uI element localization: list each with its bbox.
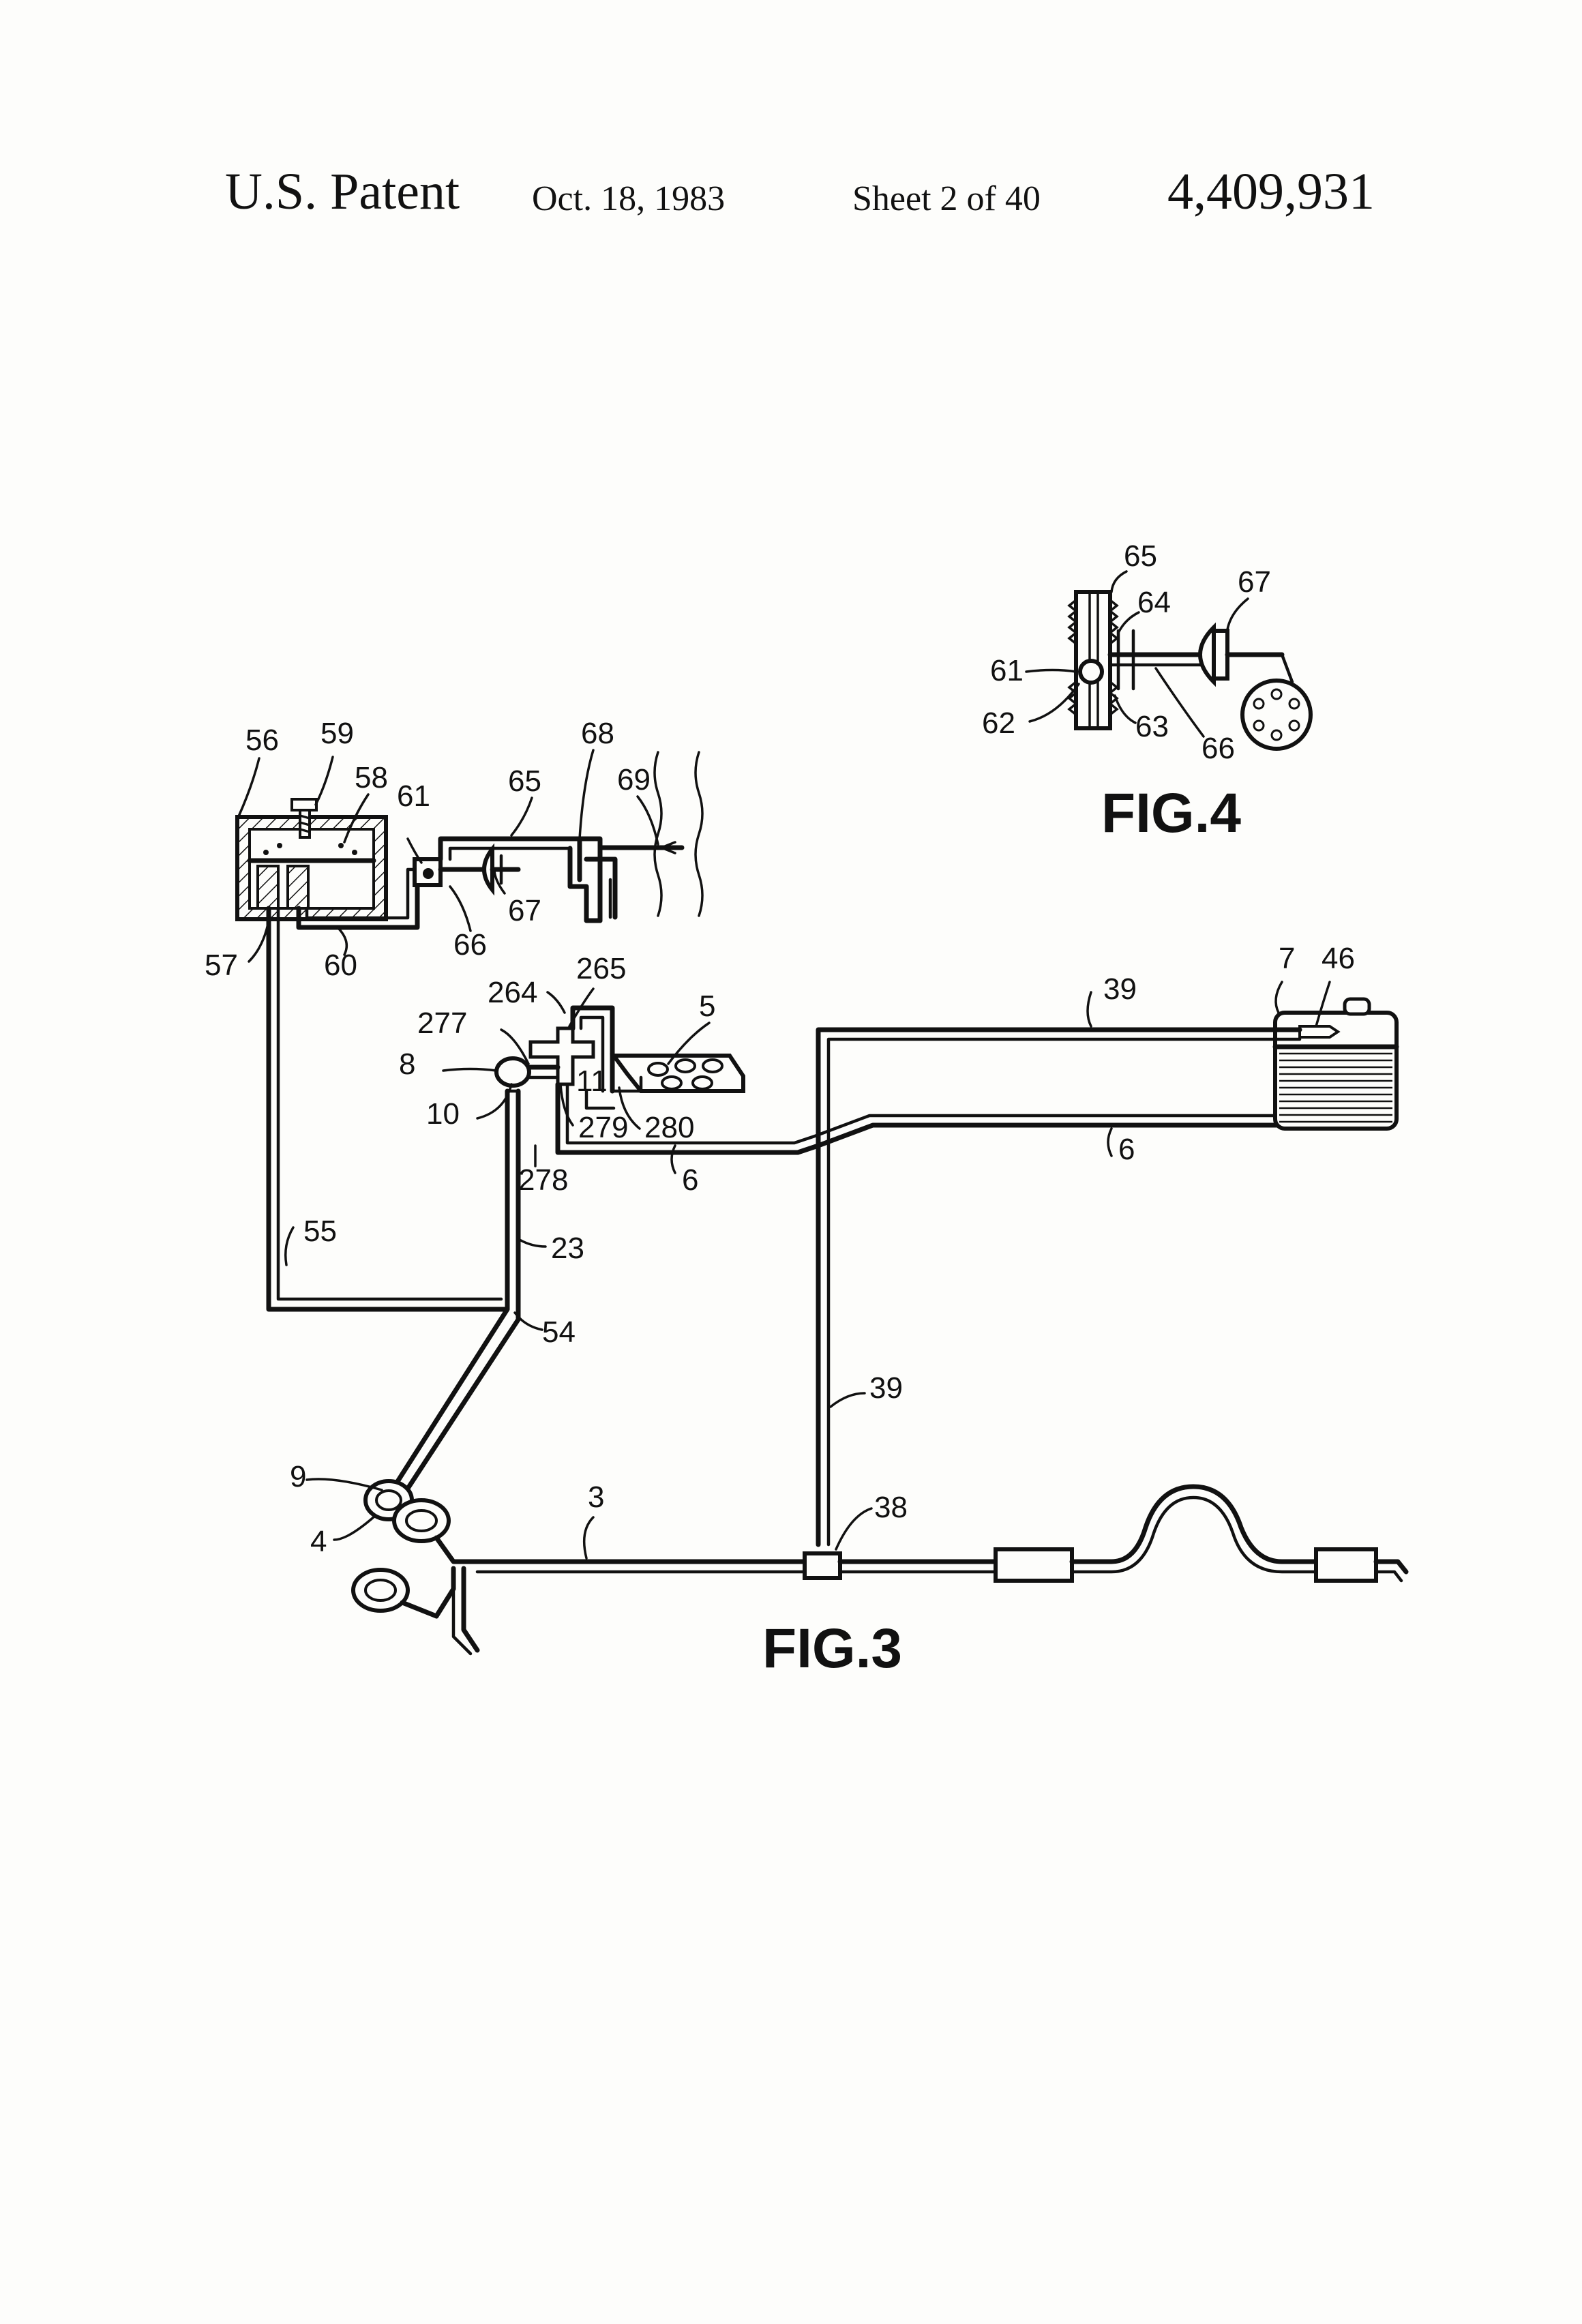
fig3-tank-7 bbox=[1275, 999, 1397, 1129]
fig3-label-9: 9 bbox=[290, 1460, 306, 1493]
fig3-drawing: 56 59 58 61 65 68 69 57 60 66 67 264 265… bbox=[205, 717, 1406, 1680]
fig3-label-58: 58 bbox=[355, 761, 388, 794]
fig3-label-6b: 6 bbox=[1118, 1133, 1135, 1166]
fig3-label-279: 279 bbox=[578, 1111, 628, 1144]
fig4-label-65: 65 bbox=[1124, 539, 1157, 573]
fig3-label-65: 65 bbox=[508, 764, 541, 798]
fig3-label-68: 68 bbox=[581, 717, 614, 750]
fig3-plate-5 bbox=[614, 1056, 743, 1091]
fig4-label-61: 61 bbox=[990, 654, 1024, 687]
fig3-label-55: 55 bbox=[303, 1215, 337, 1248]
fig3-label-264: 264 bbox=[488, 976, 537, 1009]
fig3-label-7: 7 bbox=[1279, 942, 1295, 975]
fig4-label-66: 66 bbox=[1202, 732, 1235, 765]
fig4-wheel bbox=[1242, 681, 1311, 749]
fig3-caption: FIG.3 bbox=[762, 1618, 902, 1680]
fig4-drawing: 65 64 67 61 62 63 66 FIG.4 bbox=[982, 539, 1311, 844]
fig4-label-64: 64 bbox=[1137, 586, 1171, 619]
fig3-element-8 bbox=[496, 1058, 529, 1086]
fig3-label-5: 5 bbox=[699, 989, 715, 1023]
fig3-label-11: 11 bbox=[576, 1064, 608, 1098]
fig3-label-280: 280 bbox=[644, 1111, 694, 1144]
fig3-label-67: 67 bbox=[508, 894, 541, 927]
fig3-label-8: 8 bbox=[399, 1047, 415, 1081]
fig3-label-39a: 39 bbox=[1103, 972, 1137, 1006]
fig3-label-265: 265 bbox=[576, 952, 626, 985]
fig3-label-10: 10 bbox=[426, 1097, 460, 1131]
fig3-label-6a: 6 bbox=[682, 1163, 698, 1197]
fig4-ball-check bbox=[1080, 661, 1102, 683]
fig3-label-57: 57 bbox=[205, 949, 238, 982]
fig3-label-46: 46 bbox=[1322, 942, 1355, 975]
fig4-label-62: 62 bbox=[982, 706, 1015, 740]
fig3-label-39b: 39 bbox=[869, 1371, 903, 1405]
fig3-tailpipe-muffler bbox=[1316, 1549, 1376, 1581]
fig3-label-69: 69 bbox=[617, 763, 651, 796]
fig3-label-4: 4 bbox=[310, 1525, 327, 1558]
fig3-chamber-56 bbox=[237, 799, 386, 919]
fig4-caption: FIG.4 bbox=[1101, 782, 1241, 844]
fig3-label-59: 59 bbox=[320, 717, 354, 750]
fig3-label-60: 60 bbox=[324, 949, 357, 982]
fig4-label-67: 67 bbox=[1238, 565, 1271, 599]
fig3-label-61: 61 bbox=[397, 779, 430, 813]
fig3-label-278: 278 bbox=[518, 1163, 568, 1197]
fig3-label-66: 66 bbox=[453, 928, 487, 962]
fig4-label-63: 63 bbox=[1135, 710, 1169, 743]
fig3-label-54: 54 bbox=[542, 1315, 576, 1349]
fig3-label-23: 23 bbox=[551, 1232, 584, 1265]
fig3-muffler bbox=[996, 1549, 1072, 1581]
fig3-label-38: 38 bbox=[874, 1491, 908, 1524]
fig3-fitting-38 bbox=[805, 1553, 840, 1578]
fig3-label-277: 277 bbox=[417, 1007, 467, 1040]
fig3-label-3: 3 bbox=[588, 1480, 604, 1514]
fig3-exhaust-manifold bbox=[353, 1481, 477, 1654]
fig3-label-56: 56 bbox=[245, 724, 279, 757]
